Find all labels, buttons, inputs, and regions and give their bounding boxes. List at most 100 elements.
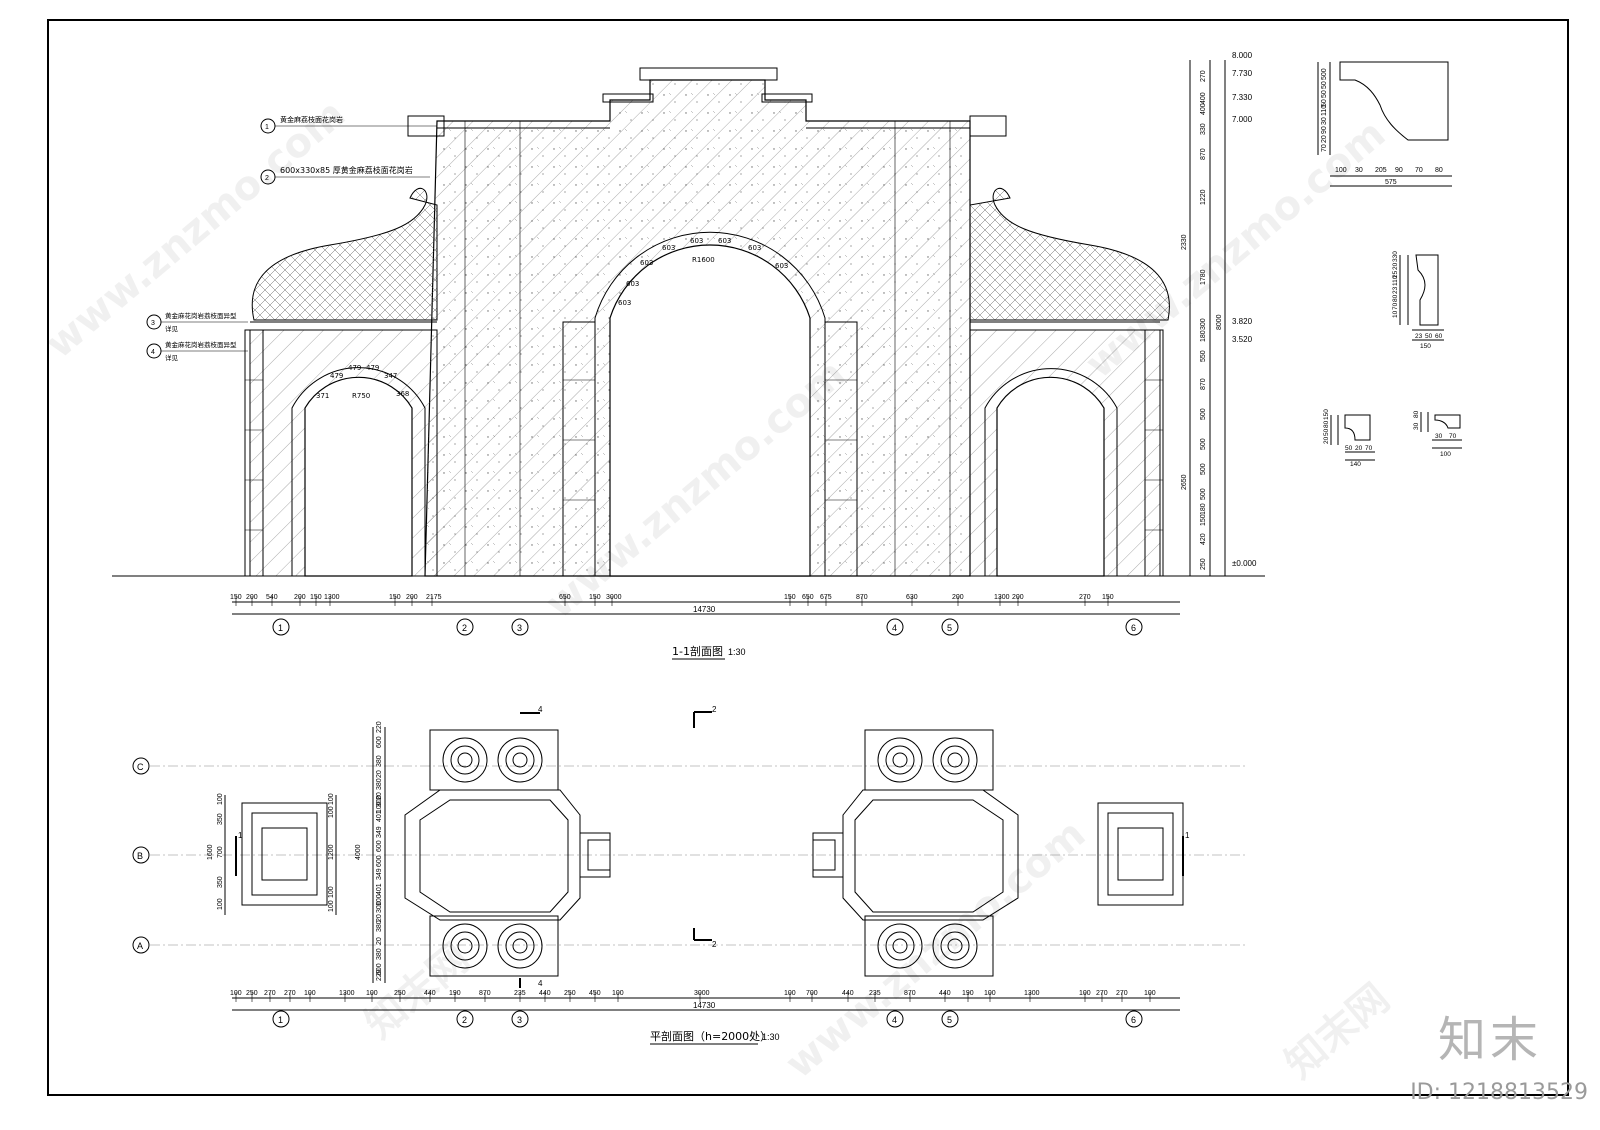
arch-label: 603	[626, 280, 639, 288]
dim-total: 150	[1420, 343, 1431, 350]
dim-label: 870	[1200, 148, 1207, 160]
dim-label: 20	[376, 937, 383, 945]
dim-label: 380	[376, 755, 383, 767]
dim-label: 180	[1200, 503, 1207, 515]
plan-scale: 1:30	[762, 1032, 780, 1042]
dim-label: 150	[1200, 514, 1207, 526]
dim-label: 1300	[324, 594, 340, 601]
arch-label: 603	[748, 244, 761, 252]
plan-horizontal-dimensions: 1002502702701001300100250440190870235440…	[230, 990, 1180, 1011]
dim-label: 350	[217, 813, 224, 825]
dim-total: 2330	[1181, 234, 1188, 250]
arch-label: 347	[384, 372, 397, 380]
cut-mark-label: 1	[1185, 831, 1190, 840]
dim-label: 70	[1321, 144, 1328, 152]
cut-mark-label: 2	[712, 940, 717, 949]
section-cut-marks: 1 1 4 4 2 2	[235, 705, 1190, 988]
dim-label: 349	[376, 868, 383, 880]
dim-label: 50	[1323, 428, 1330, 436]
note-text: 详见	[165, 353, 179, 362]
dim-label: 600	[376, 840, 383, 852]
cut-mark-label: 4	[538, 979, 543, 988]
dim-label: 270	[1200, 70, 1207, 82]
dim-label: 600	[376, 855, 383, 867]
dim-total: 2650	[1181, 474, 1188, 490]
right-wing-roof	[969, 187, 1170, 321]
note-text: 黄金麻荔枝面花岗岩	[280, 115, 343, 124]
dim-label: 600	[376, 963, 383, 975]
dim-label: 110	[1392, 275, 1399, 286]
arch-radius-label: R750	[352, 392, 370, 400]
axis-number: 5	[947, 1015, 952, 1025]
right-pier-plan	[1097, 802, 1184, 906]
dim-label: 70	[1449, 433, 1457, 440]
central-arch-opening	[609, 244, 811, 577]
section-horizontal-dimensions: 1502005402001501300150200217565015030001…	[230, 594, 1180, 615]
plan-title: 平剖面图（h=2000处）	[650, 1029, 771, 1043]
axis-bubble	[941, 618, 959, 636]
dim-label: 500	[1200, 408, 1207, 420]
note-text: 黄金麻花岗岩荔枝面异型	[165, 340, 237, 349]
axis-bubble	[456, 1010, 474, 1028]
dim-label: 400	[1200, 103, 1207, 115]
cut-mark-label: 2	[712, 705, 717, 714]
arch-label: 479	[366, 364, 379, 372]
dim-label: 400	[1200, 92, 1207, 104]
dim-label: 30	[1321, 117, 1328, 125]
dim-total: 100	[1440, 451, 1451, 458]
axis-bubble	[272, 618, 290, 636]
dim-label: 100	[328, 806, 335, 818]
dim-label: 330	[1200, 123, 1207, 135]
dim-label: 20	[376, 770, 383, 778]
arch-label: 603	[690, 237, 703, 245]
axis-number: 1	[278, 1015, 283, 1025]
axis-number: 6	[1131, 1015, 1136, 1025]
dim-label: 20	[1321, 135, 1328, 143]
dim-label: 30	[1435, 433, 1443, 440]
dim-label: 20	[376, 914, 383, 922]
axis-letter: B	[137, 851, 143, 861]
left-arch-opening	[304, 376, 413, 577]
dim-label: 349	[376, 826, 383, 838]
dim-label: 150	[1323, 409, 1330, 420]
dim-label: 380	[376, 920, 383, 932]
dim-label: 220	[376, 969, 383, 981]
dim-label: 350	[217, 876, 224, 888]
dim-label: 30	[1413, 422, 1420, 430]
axis-bubble	[1125, 1010, 1143, 1028]
elevation-marks: 8.000 7.730 7.330 7.000 3.820 3.520 ±0.0…	[1232, 51, 1257, 568]
note-number: 2	[265, 175, 269, 182]
dim-label: 3000	[606, 594, 622, 601]
dim-label: 100	[1335, 167, 1347, 174]
dim-label: 220	[376, 721, 383, 733]
watermark-text: www.znzmo.com	[37, 91, 354, 368]
dim-label: 500	[1200, 438, 1207, 450]
axis-number: 5	[947, 623, 952, 633]
dim-label: 50	[1321, 90, 1328, 98]
axis-number: 2	[462, 623, 467, 633]
dim-label: 50	[1321, 99, 1328, 107]
watermark-text: 知末网	[1277, 975, 1398, 1087]
elevation-label: 3.820	[1232, 317, 1253, 326]
dim-label: 23	[1415, 333, 1423, 340]
axis-number: 3	[517, 623, 522, 633]
dim-total: 8000	[1216, 314, 1223, 330]
dim-label: 20	[376, 792, 383, 800]
dim-label: 1300	[339, 990, 355, 997]
section-scale: 1:30	[728, 647, 746, 657]
note-number: 1	[265, 124, 269, 131]
dim-total: 140	[1350, 461, 1361, 468]
axis-letter: A	[137, 941, 143, 951]
dim-label: 100	[217, 898, 224, 910]
dim-label: 70	[1415, 167, 1423, 174]
dim-label: 50	[1321, 81, 1328, 89]
dim-label: 700	[217, 846, 224, 858]
dim-label: 70	[1365, 445, 1373, 452]
dim-label: 1600	[207, 844, 214, 860]
dim-label: 1300	[1024, 990, 1040, 997]
note-text: 详见	[165, 324, 179, 333]
dim-label: 110	[1321, 105, 1328, 116]
